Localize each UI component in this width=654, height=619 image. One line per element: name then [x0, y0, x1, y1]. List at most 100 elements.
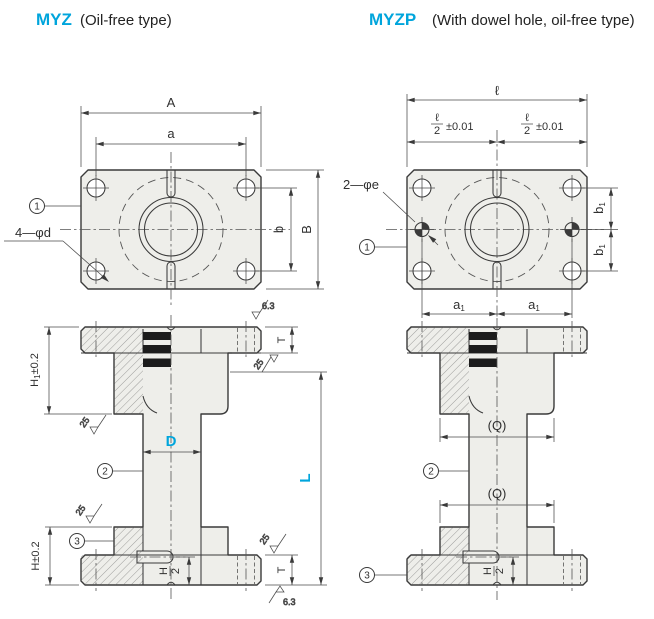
finish-value: 6.3 [262, 301, 275, 311]
dim-label-B: B [299, 225, 314, 234]
dim-a1: a1 a1 [421, 239, 573, 318]
balloon-part3-label: 3 [364, 571, 370, 582]
balloon-part1: 1 [359, 239, 407, 255]
dim-a: a [95, 126, 247, 176]
dim-label-A: A [167, 95, 176, 110]
svg-text:H: H [482, 567, 494, 575]
dim-label-Q: (Q) [488, 418, 507, 433]
title-left-code: MYZ [36, 10, 72, 29]
bore-inner [143, 202, 199, 257]
finish-value: 25 [74, 503, 88, 517]
bore-inner [469, 202, 525, 257]
finish-value: 25 [78, 415, 92, 429]
dim-B: B [266, 169, 324, 290]
dim-label-a1: a1 [528, 297, 540, 313]
dim-label-T: T [276, 336, 288, 343]
dim-Q-upper: (Q) [439, 418, 555, 442]
dim-label-D: D [166, 433, 177, 450]
dim-label-ell: ℓ [495, 83, 500, 98]
leader-arrow [100, 274, 109, 282]
dim-label-H-half: H 2 [158, 566, 182, 576]
balloon-part3: 3 [69, 533, 114, 549]
dim-ell-half-right: ℓ 2 ±0.01 [497, 112, 587, 145]
svg-text:2: 2 [170, 568, 182, 574]
dim-Q-lower: (Q) [439, 486, 555, 523]
dim-label-b1: b1 [591, 244, 607, 256]
clamp-slit-top [166, 170, 176, 198]
title-left-desc: (Oil-free type) [80, 12, 172, 29]
dim-label-b1: b1 [591, 202, 607, 214]
top-view-myzp: ℓ ℓ 2 ±0.01 ℓ 2 ±0.01 b1 [343, 83, 618, 320]
frac-num: ℓ [525, 112, 529, 124]
titles: MYZ (Oil-free type) MYZP (With dowel hol… [36, 10, 635, 29]
svg-text:2: 2 [494, 568, 506, 574]
dim-D: D [143, 433, 201, 455]
balloon-part2: 2 [423, 463, 469, 479]
frac-den: 2 [434, 125, 440, 137]
balloon-part2-label: 2 [428, 467, 434, 478]
finish-25-upper-right: 25 [251, 354, 279, 373]
slit-notch-bottom [166, 581, 176, 586]
flange-plate-outline [80, 169, 262, 290]
bushing-stripes [469, 332, 497, 367]
balloon-part1: 1 [29, 198, 81, 214]
dim-label-a: a [167, 126, 175, 141]
balloon-part3-label: 3 [74, 537, 80, 548]
dim-H: H±0.2 [30, 526, 112, 586]
balloon-part1-label: 1 [364, 243, 370, 254]
dim-label-b: b [271, 226, 286, 233]
frac-num: ℓ [435, 112, 439, 124]
clamp-slit-bottom [166, 261, 176, 289]
dim-label-H-half: H 2 [482, 566, 506, 576]
dim-b1-lower: b1 [581, 229, 618, 272]
hidden-hole-lines [421, 321, 581, 591]
dowel-holes [410, 217, 584, 242]
dim-ell: ℓ [406, 83, 588, 167]
callout-bolt-holes-label: 4—φd [15, 225, 51, 240]
dim-label-a1: a1 [453, 297, 465, 313]
finish-25-lower-right: 25 [257, 532, 287, 554]
dim-label-L: L [297, 473, 314, 482]
finish-63-bottom: 6.3 [268, 585, 296, 607]
section-hatching [81, 327, 143, 585]
finish-value: 25 [258, 532, 272, 546]
finish-value: 6.3 [283, 597, 296, 607]
balloon-part2-label: 2 [102, 467, 108, 478]
callout-bolt-holes: 4—φd [4, 225, 109, 282]
slit-notch-top [492, 326, 502, 331]
finish-25-upper-left: 25 [77, 414, 107, 435]
bushing-stripes [143, 332, 171, 367]
frac-den: 2 [524, 125, 530, 137]
dim-H1: H1±0.2 [29, 326, 112, 415]
title-right-code: MYZP [369, 10, 416, 29]
section-view-myzp: (Q) (Q) H 2 2 3 [359, 318, 588, 600]
balloon-part2: 2 [97, 463, 143, 479]
dim-label-T: T [276, 566, 288, 573]
hub-hidden-circle [118, 177, 224, 282]
clamp-slit-top [492, 170, 502, 198]
section-hatching [407, 327, 469, 585]
dowel-pin [462, 550, 500, 564]
callout-dowel-holes-label: 2—φe [343, 177, 379, 192]
dim-H-half: H 2 [158, 556, 195, 585]
finish-25-lower-left: 25 [73, 503, 103, 524]
dim-b: b [256, 187, 297, 272]
leader-arrow [428, 235, 437, 243]
tolerance-label: ±0.01 [446, 121, 473, 133]
bolt-hole-crosshairs [83, 175, 259, 284]
title-right-desc: (With dowel hole, oil-free type) [432, 12, 635, 29]
hidden-hole-lines [95, 321, 255, 591]
hub-hidden-circle [444, 177, 550, 282]
tolerance-label: ±0.01 [536, 121, 563, 133]
top-view-myz: A a b B 1 4—φd [4, 95, 324, 307]
dim-H-half: H 2 [482, 556, 519, 585]
section-view-myz: H1±0.2 H±0.2 T T D [29, 299, 327, 607]
dim-T-bottom: T [265, 554, 298, 585]
dim-label-H1: H1±0.2 [29, 353, 42, 387]
dim-T-top: T [232, 326, 298, 354]
dim-ell-half-left: ℓ 2 ±0.01 [407, 112, 497, 145]
dim-A: A [80, 95, 262, 167]
callout-dowel-holes: 2—φe [343, 177, 439, 246]
